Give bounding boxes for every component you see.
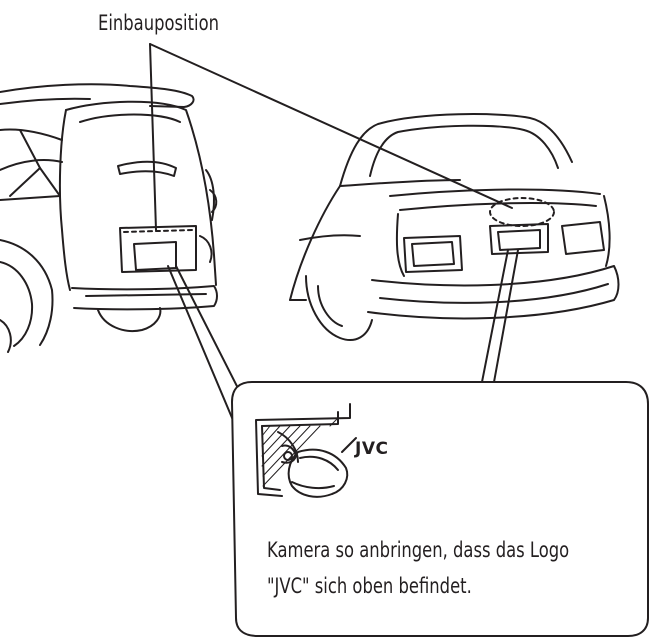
leader-lines: [149, 43, 513, 231]
instruction-text: Kamera so anbringen, dass das Logo "JVC"…: [267, 532, 569, 604]
diagram-title: Einbauposition: [98, 11, 219, 35]
instruction-line-2: "JVC" sich oben befindet.: [267, 574, 472, 598]
callout-box: [231, 381, 649, 637]
rear-camera-icon: [255, 403, 357, 498]
jvc-logo-label: JVC: [355, 439, 389, 459]
sedan-rear-view-icon: [289, 113, 620, 341]
instruction-line-1: Kamera so anbringen, dass das Logo: [267, 538, 570, 562]
callout-lines: [167, 249, 519, 433]
hatchback-rear-view-icon: [0, 83, 218, 353]
